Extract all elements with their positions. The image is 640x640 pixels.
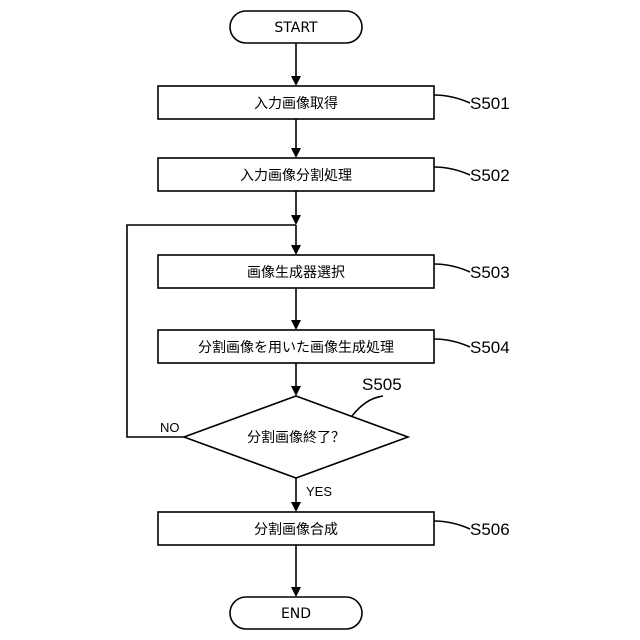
leader-line-s504	[434, 339, 470, 347]
start-label: START	[274, 20, 318, 36]
arrowhead	[291, 502, 301, 512]
step-label-s505: S505	[362, 375, 402, 394]
leader-line-s506	[434, 521, 470, 529]
arrowhead	[291, 245, 301, 255]
decision-text-s505: 分割画像終了？	[247, 429, 345, 446]
step-label-s506: S506	[470, 520, 510, 539]
arrowhead	[291, 76, 301, 86]
process-text-s501: 入力画像取得	[254, 95, 338, 112]
leader-line-s501	[434, 95, 470, 103]
process-text-s503: 画像生成器選択	[247, 265, 345, 281]
process-text-s502: 入力画像分割処理	[240, 167, 352, 184]
arrowhead	[291, 215, 301, 225]
step-label-s502: S502	[470, 166, 510, 185]
leader-line-s503	[434, 264, 470, 272]
step-label-s504: S504	[470, 338, 510, 357]
leader-line-s505	[352, 396, 383, 416]
step-label-s503: S503	[470, 263, 510, 282]
arrowhead	[291, 320, 301, 330]
process-text-s504: 分割画像を用いた画像生成処理	[198, 339, 394, 356]
arrowhead	[291, 148, 301, 158]
process-text-s506: 分割画像合成	[254, 521, 338, 538]
arrowhead	[291, 587, 301, 597]
yes-label: YES	[306, 484, 332, 499]
arrowhead	[291, 386, 301, 396]
step-label-s501: S501	[470, 94, 510, 113]
leader-line-s502	[434, 167, 470, 175]
end-label: END	[281, 606, 311, 622]
no-label: NO	[160, 420, 180, 435]
